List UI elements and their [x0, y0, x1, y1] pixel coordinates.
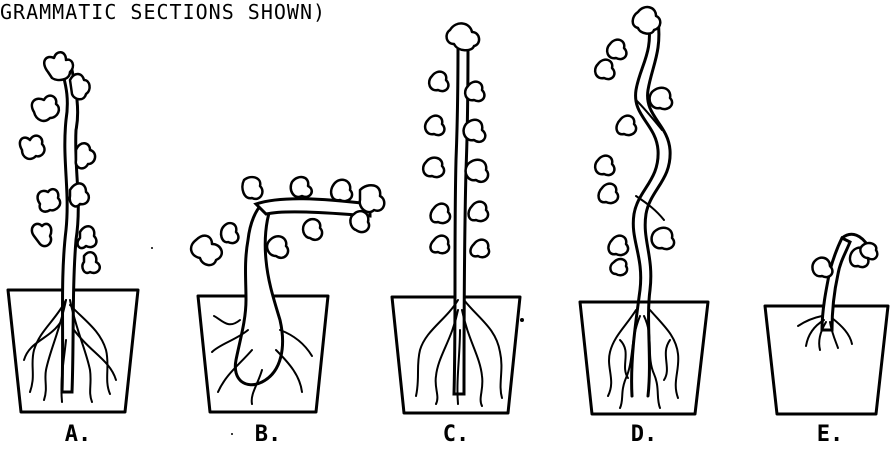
plant-e — [798, 234, 877, 350]
label-c: C. — [426, 422, 486, 447]
plant-b — [191, 177, 384, 404]
label-d: D. — [614, 422, 674, 447]
plant-c — [416, 23, 502, 406]
label-b: B. — [238, 422, 298, 447]
label-e: E. — [800, 422, 860, 447]
scan-specks — [151, 247, 524, 435]
pot-d — [580, 302, 708, 414]
plant-a — [20, 52, 116, 402]
label-a: A. — [48, 422, 108, 447]
plant-d — [595, 7, 678, 408]
